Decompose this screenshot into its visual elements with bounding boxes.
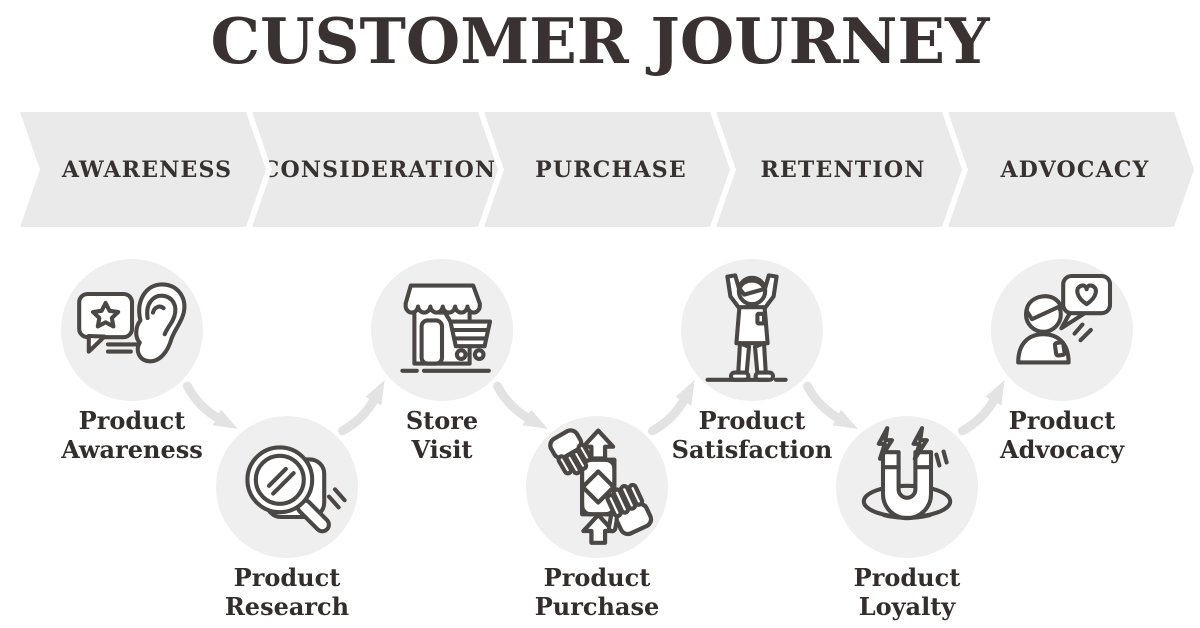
ear-speech-bubble-icon [77,282,187,364]
hands-money-icon [548,428,654,545]
stage-label: PURCHASE [535,156,687,183]
node-label-line1: Product [853,563,961,592]
storefront-cart-icon [400,283,493,373]
stage-label: AWARENESS [61,156,233,183]
magnifier-product-icon [245,445,347,534]
journey-node-store-visit: Store Visit [332,259,552,464]
node-circle [991,259,1133,401]
node-label-line1: Product [543,563,651,592]
node-circle [371,259,513,401]
journey-node-product-satisfaction: Product Satisfaction [642,259,862,464]
stage-chevron-consideration: CONSIDERATION [252,112,498,227]
stage-chevron-purchase: PURCHASE [484,112,730,227]
node-circle [836,416,978,558]
node-label: Product Awareness [61,406,203,464]
cheering-person-icon [705,273,788,382]
node-label-line2: Awareness [61,435,203,464]
journey-node-product-advocacy: Product Advocacy [952,259,1172,464]
node-label-line1: Store [405,406,479,435]
stage-label: RETENTION [760,156,926,183]
journey-node-product-loyalty: Product Loyalty [797,416,1017,621]
stage-label: CONSIDERATION [261,156,497,183]
node-label: Product Loyalty [854,563,961,621]
node-label: Product Research [225,563,349,621]
node-label-line1: Product [78,406,186,435]
node-label-line2: Purchase [534,592,660,621]
journey-node-product-awareness: Product Awareness [22,259,242,464]
receiving-hand [605,482,654,537]
journey-node-product-research: Product Research [177,416,397,621]
page-title: CUSTOMER JOURNEY [210,4,990,78]
node-label-line2: Visit [411,435,473,464]
person-heart-bubble-icon [1016,273,1113,365]
node-circle [681,259,823,401]
node-circle [216,416,358,558]
journey-node-product-purchase: Product Purchase [487,416,707,621]
node-label: Product Purchase [535,563,660,621]
node-label-line1: Product [233,563,341,592]
node-label-line2: Loyalty [858,592,956,621]
node-label-line2: Advocacy [999,435,1125,464]
magnet-icon [861,426,953,521]
node-label: Store Visit [406,406,478,464]
node-label-line2: Research [224,592,350,621]
stage-chevron-awareness: AWARENESS [20,112,266,227]
stage-chevron-advocacy: ADVOCACY [948,112,1194,227]
node-label: Product Advocacy [1000,406,1124,464]
node-label-line1: Product [698,406,806,435]
node-circle [61,259,203,401]
stage-label: ADVOCACY [1000,156,1150,183]
node-circle [526,416,668,558]
node-label-line1: Product [1008,406,1116,435]
node-label-line2: Satisfaction [671,435,833,464]
node-label: Product Satisfaction [672,406,833,464]
giving-hand [548,428,593,476]
stage-chevron-retention: RETENTION [716,112,962,227]
